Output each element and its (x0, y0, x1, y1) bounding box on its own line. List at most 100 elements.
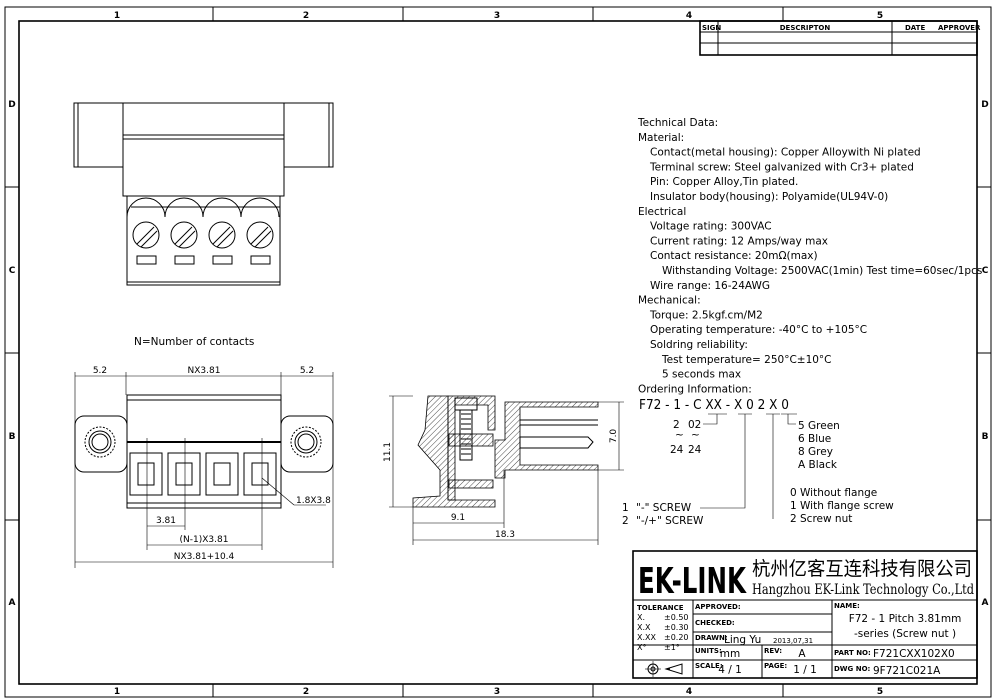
rev-header-description: DESCRIPTON (780, 24, 831, 32)
column-label: 1 (114, 687, 120, 697)
column-label: 1 (114, 11, 120, 21)
dim-left-flange: 5.2 (93, 366, 107, 376)
rev-value: A (798, 648, 806, 660)
part-no-value: F721CXX102X0 (873, 648, 955, 660)
technical-data-line: Electrical (638, 206, 686, 218)
dwg-no-value: 9F721C021A (873, 665, 941, 677)
technical-data-line: Terminal screw: Steel galvanized with Cr… (649, 161, 914, 173)
technical-data-line: Operating temperature: -40°C to +105°C (650, 324, 867, 336)
tolerance-value: ±1° (664, 643, 680, 652)
tolerance-precision: X.XX (637, 633, 657, 642)
technical-data-line: Contact resistance: 20mΩ(max) (650, 250, 818, 262)
color-option: 5 Green (798, 420, 840, 432)
flange-screw-left (84, 426, 116, 458)
technical-data-line: Ordering Information: (638, 383, 752, 395)
technical-data-line: Contact(metal housing): Copper Alloywith… (650, 147, 921, 159)
company-logo: EK-LINK (638, 561, 747, 602)
technical-data-line: Technical Data: (637, 117, 718, 129)
page-value: 1 / 1 (793, 664, 817, 676)
dim-overall: NX3.81+10.4 (174, 552, 235, 562)
color-option: 6 Blue (798, 433, 831, 445)
side-section-view: 11.1 7.0 9.1 18.3 (383, 395, 624, 545)
technical-data-line: 5 seconds max (662, 369, 741, 381)
flange-option: 2 Screw nut (790, 513, 852, 525)
column-label: 2 (303, 11, 309, 21)
technical-data-line: Wire range: 16-24AWG (650, 280, 770, 292)
technical-data-line: Torque: 2.5kgf.cm/M2 (649, 309, 763, 321)
front-view: 5.2 NX3.81 5.2 3.81 (N-1)X3.81 NX3.81+10… (74, 366, 334, 568)
ordering-information: F72 - 1 - C XX - X 0 2 X 0 2 02 ~ ~ 24 2… (622, 398, 894, 527)
company-name-cn: 杭州亿客互连科技有限公司 (752, 558, 972, 580)
contacts-to: 24 (670, 444, 684, 456)
technical-data-line: Soldring reliability: (650, 339, 748, 351)
contacts-from: 2 (673, 419, 680, 431)
dim-height: 11.1 (383, 442, 393, 462)
screw-option: "-/+" SCREW (636, 515, 704, 527)
revision-table: SIGN DESCRIPTON DATE APPROVER (699, 20, 981, 56)
dim-opening: 1.8X3.8 (296, 496, 331, 506)
dim-pitch-total: NX3.81 (188, 366, 221, 376)
contacts-note: N=Number of contacts (134, 336, 254, 348)
screw-option-number: 1 (622, 502, 629, 514)
projection-symbol-icon (645, 661, 683, 677)
row-label: B (9, 432, 16, 442)
range-tilde: ~ (675, 429, 684, 441)
flange-screw-right (290, 426, 322, 458)
tolerance-precision: X.X (637, 623, 651, 632)
row-label: A (9, 598, 16, 608)
row-label: B (982, 432, 989, 442)
dim-pitch: 3.81 (156, 516, 176, 526)
column-label: 5 (877, 687, 883, 697)
rev-header-sign: SIGN (702, 24, 721, 32)
contacts-from-code: 02 (688, 419, 701, 431)
part-name-line2: -series (Screw nut ) (854, 628, 956, 640)
technical-data-line: Insulator body(housing): Polyamide(UL94V… (650, 191, 888, 203)
top-view (73, 102, 334, 286)
tolerance-value: ±0.50 (664, 613, 689, 622)
drawn-label: DRAWN: (695, 634, 728, 642)
column-label: 3 (494, 11, 500, 21)
tolerance-title: TOLERANCE (637, 604, 684, 612)
row-label: C (982, 266, 989, 276)
column-label: 4 (686, 11, 692, 21)
scale-label: SCALE: (695, 662, 723, 670)
scale-value: 4 / 1 (718, 664, 742, 676)
row-label: C (9, 266, 16, 276)
technical-data-line: Material: (638, 132, 684, 144)
tolerance-value: ±0.20 (664, 633, 689, 642)
company-name-en: Hangzhou EK-Link Technology Co.,Ltd (752, 582, 974, 598)
rev-header-approver: APPROVER (938, 24, 981, 32)
dim-pin-height: 7.0 (609, 429, 619, 444)
technical-data-line: Mechanical: (638, 295, 701, 307)
ordering-code: F72 - 1 - C XX - X 0 2 X 0 (639, 398, 789, 413)
flange-option: 1 With flange screw (790, 500, 894, 512)
row-label: A (982, 598, 989, 608)
dim-depth-partial: 9.1 (451, 513, 465, 523)
page-label: PAGE: (764, 662, 787, 670)
technical-data-line: Current rating: 12 Amps/way max (650, 235, 828, 247)
drawn-by: Ling Yu (724, 634, 761, 646)
color-option: A Black (798, 459, 838, 471)
drawn-date: 2013,07,31 (773, 637, 813, 645)
screw-option-number: 2 (622, 515, 629, 527)
technical-data-line: Withstanding Voltage: 2500VAC(1min) Test… (662, 265, 982, 277)
tolerance-precision: X° (637, 643, 646, 652)
column-label: 4 (686, 687, 692, 697)
row-label: D (981, 100, 988, 110)
column-label: 3 (494, 687, 500, 697)
technical-data-line: Pin: Copper Alloy,Tin plated. (650, 176, 798, 188)
column-label: 2 (303, 687, 309, 697)
units-label: UNITS: (695, 647, 722, 655)
color-option: 8 Grey (798, 446, 833, 458)
technical-data: Technical Data: Material: Contact(metal ho… (637, 117, 982, 395)
tolerance-precision: X. (637, 613, 645, 622)
dim-span: (N-1)X3.81 (180, 535, 229, 545)
part-name-line1: F72 - 1 Pitch 3.81mm (849, 613, 962, 625)
name-label: NAME: (834, 602, 860, 610)
rev-label: REV: (764, 647, 782, 655)
dim-depth-total: 18.3 (495, 530, 515, 540)
sheet-frame: 1 2 3 4 5 1 2 3 4 5 D C B A D C B A (4, 6, 992, 698)
units-value: mm (720, 648, 740, 660)
checked-label: CHECKED: (695, 619, 735, 627)
